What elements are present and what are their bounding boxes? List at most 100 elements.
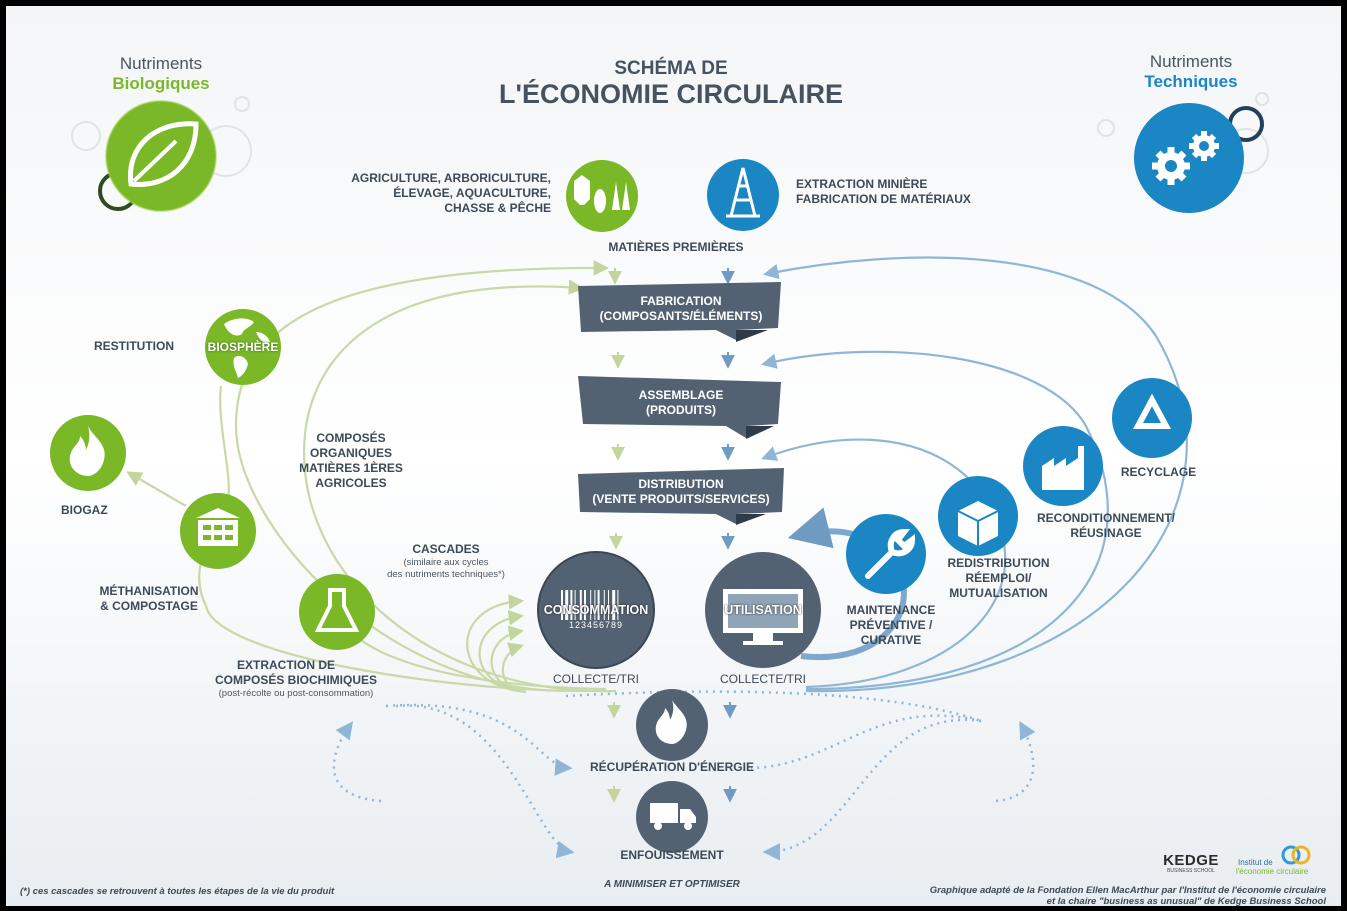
tech-nutrients-label-line1: Nutriments (1149, 52, 1233, 71)
redistribution-line1: REDISTRIBUTION (947, 556, 1050, 570)
methanisation-badge (180, 493, 256, 569)
reconditionnement-line1: RECONDITIONNEMENT/ (1037, 511, 1175, 525)
energy-recovery-badge (636, 689, 708, 761)
cascades-note-line1: (similaire aux cycles (403, 557, 489, 568)
credit-line1: Graphique adapté de la Fondation Ellen M… (929, 885, 1326, 896)
tech-nutrients-label-line2: Techniques (1144, 72, 1238, 91)
barcode-bar (570, 590, 573, 620)
collecte-right-label: COLLECTE/TRI (719, 672, 806, 686)
kedge-logo-text: KEDGE (1163, 852, 1219, 869)
bio-source-line2: ÉLEVAGE, AQUACULTURE, (393, 186, 551, 200)
biogaz-label: BIOGAZ (61, 503, 108, 517)
barcode-bar (617, 590, 619, 620)
bio-nutrients-label-line1: Nutriments (119, 54, 203, 73)
flame-icon (69, 426, 105, 476)
consommation-badge (537, 551, 655, 669)
extraction-line2: COMPOSÉS BIOCHIMIQUES (214, 673, 378, 687)
drilling-rig-icon (726, 167, 760, 218)
biological-flow-lines (126, 260, 617, 694)
flask-icon (314, 588, 360, 632)
remanufacturing-badge (1023, 426, 1103, 506)
fabrication-subtitle: (COMPOSANTS/ÉLÉMENTS) (599, 309, 763, 323)
biochemical-extraction-badge (299, 574, 375, 650)
minimize-label: A MINIMISER ET OPTIMISER (604, 879, 740, 890)
bio-source-line1: AGRICULTURE, ARBORICULTURE, (351, 171, 551, 185)
redistribution-badge (938, 476, 1018, 556)
gears-icon (1152, 131, 1219, 185)
globe-icon (224, 318, 270, 378)
biosphere-label: BIOSPHÈRE (207, 340, 279, 354)
energy-recovery-label: RÉCUPÉRATION D'ÉNERGIE (590, 760, 754, 774)
bio-source-line3: CHASSE & PÊCHE (444, 201, 551, 215)
page-title-line1: SCHÉMA DE (614, 58, 728, 79)
maintenance-badge (846, 514, 926, 594)
recyclage-label: RECYCLAGE (1120, 465, 1197, 479)
biosphere-badge (205, 309, 281, 385)
barcode-icon (561, 590, 619, 620)
tech-nutrients-badge (1134, 103, 1264, 213)
barcode-bar (561, 590, 563, 620)
barcode-bar (612, 590, 616, 620)
livestock-crops-badge (566, 160, 638, 232)
institut-logo-line1: Institut de (1238, 858, 1273, 867)
composes-line4: AGRICOLES (315, 476, 387, 490)
barcode-digits: 123456789 (568, 620, 624, 630)
package-icon (957, 501, 999, 546)
institut-logo-line2: l'économie circulaire (1236, 867, 1309, 876)
barcode-bar (579, 590, 582, 620)
barcode-bar (594, 590, 596, 620)
recycling-badge (1112, 378, 1192, 458)
barcode-bar (565, 590, 569, 620)
fabrication-title: FABRICATION (640, 294, 722, 308)
distribution-title: DISTRIBUTION (638, 477, 724, 491)
cascades-note-line2: des nutriments techniques*) (387, 569, 505, 580)
truck-icon (650, 803, 696, 830)
barcode-bar (597, 590, 600, 620)
bio-nutrients-badge (98, 100, 217, 212)
assemblage-subtitle: (PRODUITS) (646, 403, 716, 417)
stage-distribution (578, 468, 784, 525)
maintenance-line2: PRÉVENTIVE / (849, 618, 933, 632)
redistribution-line3: MUTUALISATION (949, 586, 1048, 600)
energy-dotted-arcs (332, 690, 1036, 861)
kedge-logo-sub: BUSINESS SCHOOL (1167, 868, 1215, 874)
bio-nutrients-label-line2: Biologiques (112, 74, 210, 93)
methanisation-line1: MÉTHANISATION (99, 584, 199, 598)
redistribution-line2: RÉEMPLOI/ (965, 571, 1032, 585)
extraction-line1: EXTRACTION DE (236, 658, 335, 672)
barcode-bar (574, 590, 576, 620)
composes-line1: COMPOSÉS (316, 431, 386, 445)
drilling-rig-badge (707, 159, 779, 231)
barcode-bar (608, 590, 609, 620)
diagram-canvas (6, 6, 1341, 906)
utilisation-label: UTILISATION (724, 603, 802, 617)
maintenance-line3: CURATIVE (860, 633, 922, 647)
distribution-subtitle: (VENTE PRODUITS/SERVICES) (592, 492, 770, 506)
fire-icon (655, 700, 687, 744)
cascades-title: CASCADES (412, 542, 480, 556)
methanisation-line2: & COMPOSTAGE (100, 599, 198, 613)
assemblage-title: ASSEMBLAGE (638, 388, 724, 402)
credit-line2: et la chaire "business as unusual" de Ke… (1046, 896, 1326, 906)
wrench-icon (865, 528, 916, 579)
extraction-note: (post-récolte ou post-consommation) (218, 688, 374, 699)
stage-assemblage (578, 376, 781, 439)
composes-line2: ORGANIQUES (309, 446, 392, 460)
compost-bin-icon (196, 508, 240, 546)
monitor-icon (723, 589, 803, 645)
composes-line3: MATIÈRES 1ÈRES (299, 461, 403, 475)
tech-source-line2: FABRICATION DE MATÉRIAUX (796, 192, 971, 206)
institut-logo-rings (1281, 845, 1311, 865)
stage-fabrication (578, 282, 781, 342)
biogaz-badge (50, 415, 126, 491)
infographic-frame: Nutriments Biologiques SCHÉMA DE L'ÉCONO… (6, 6, 1341, 906)
restitution-label: RESTITUTION (94, 339, 174, 353)
footnote: (*) ces cascades se retrouvent à toutes … (20, 886, 335, 897)
consommation-label: CONSOMMATION (543, 603, 649, 617)
landfill-label: ENFOUISSEMENT (620, 848, 724, 862)
leaf-icon (127, 121, 199, 187)
tech-source-line1: EXTRACTION MINIÈRE (796, 177, 928, 191)
central-down-arrows (607, 268, 737, 803)
livestock-crops-icon (574, 175, 630, 213)
reconditionnement-line2: RÉUSINAGE (1070, 526, 1142, 540)
